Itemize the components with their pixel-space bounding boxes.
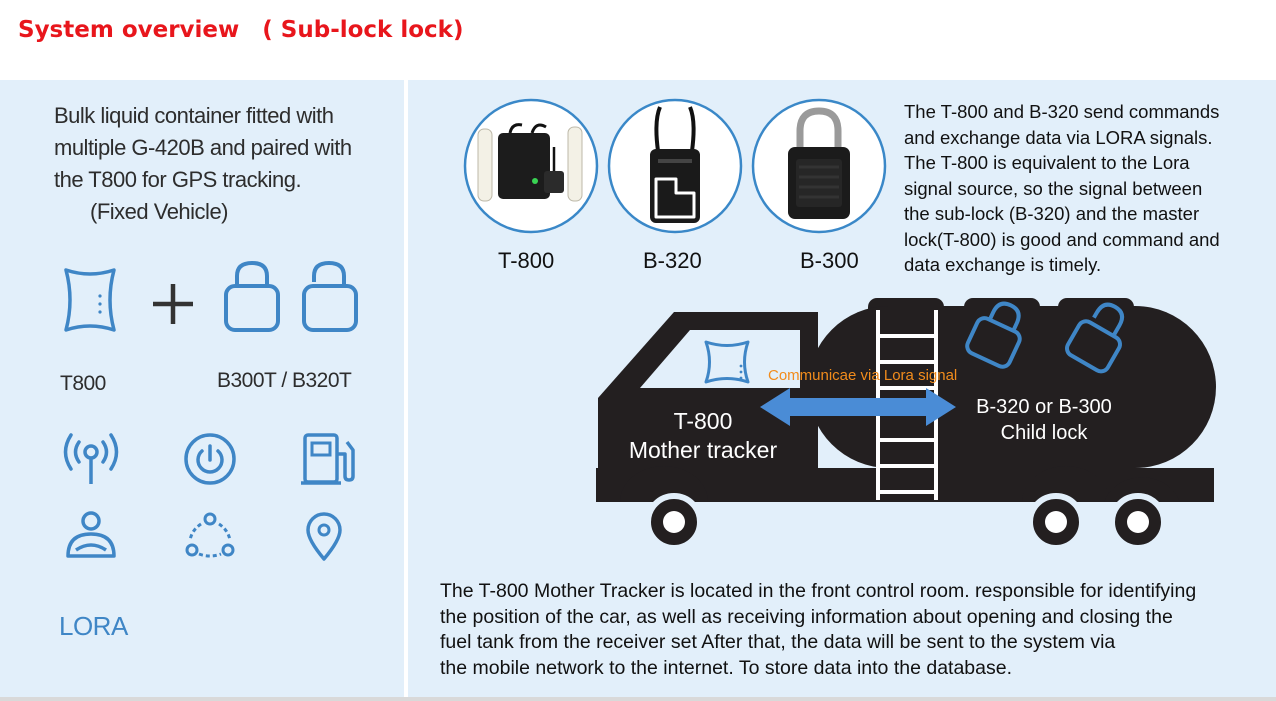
container-icon — [64, 268, 116, 332]
left-panel — [0, 80, 404, 698]
right-description-line: signal source, so the signal between — [904, 177, 1203, 199]
left-description-line: Bulk liquid container fitted with — [54, 103, 334, 128]
mother-tracker-label: T-800 Mother tracker — [602, 407, 804, 465]
device-label-b300: B-300 — [800, 248, 859, 273]
fuel-pump-icon — [301, 433, 355, 485]
bottom-description: The T-800 Mother Tracker is located in t… — [440, 579, 1274, 681]
device-label-t800: T-800 — [498, 248, 555, 273]
t800-device-image — [463, 98, 599, 234]
network-icon — [185, 512, 235, 558]
communication-label: Communicae via Lora signal — [768, 367, 958, 384]
right-description-line: the sub-lock (B-320) and the master — [904, 203, 1200, 224]
plus-icon — [153, 284, 193, 324]
left-description: Bulk liquid container fitted with multip… — [54, 100, 399, 228]
b320-device-image — [607, 98, 743, 234]
padlock-icon — [224, 260, 280, 332]
mother-tracker-name: T-800 — [673, 408, 733, 434]
left-description-line: multiple G-420B and paired with — [54, 135, 352, 160]
bottom-description-line: the mobile network to the internet. To s… — [440, 656, 1013, 679]
driver-icon — [66, 511, 116, 558]
power-icon — [184, 433, 236, 485]
bottom-description-line: fuel tank from the receiver set After th… — [440, 631, 1116, 653]
child-lock-label: B-320 or B-300 Child lock — [962, 394, 1126, 446]
right-description-line: and exchange data via LORA signals. — [904, 126, 1213, 148]
right-description-line: data exchange is timely. — [904, 254, 1102, 275]
mother-tracker-role: Mother tracker — [628, 437, 778, 463]
page-title: System overview ( Sub-lock lock) — [18, 17, 464, 43]
t800-label: T800 — [60, 372, 106, 395]
location-pin-icon — [306, 512, 342, 561]
bottom-description-line: the position of the car, as well as rece… — [440, 605, 1173, 628]
bottom-divider — [0, 697, 1276, 701]
device-label-b320: B-320 — [643, 248, 702, 273]
child-lock-name: B-320 or B-300 — [976, 396, 1112, 418]
bottom-description-line: The T-800 Mother Tracker is located in t… — [440, 580, 1197, 602]
right-description-line: The T-800 is equivalent to the Lora — [904, 152, 1190, 173]
right-description-line: The T-800 and B-320 send commands — [904, 101, 1220, 122]
open-padlock-icon — [302, 260, 358, 332]
lora-label: LORA — [59, 611, 128, 641]
right-description-line: lock(T-800) is good and command and — [904, 228, 1220, 250]
antenna-icon — [63, 433, 119, 484]
lora-arrow — [760, 388, 956, 426]
child-lock-role: Child lock — [1000, 422, 1088, 444]
b300-b320-label: B300T / B320T — [217, 369, 352, 392]
left-description-line: the T800 for GPS tracking. — [54, 167, 302, 192]
b300-device-image — [751, 98, 887, 234]
right-description: The T-800 and B-320 send commands and ex… — [904, 99, 1274, 278]
left-description-sub: (Fixed Vehicle) — [90, 199, 229, 224]
